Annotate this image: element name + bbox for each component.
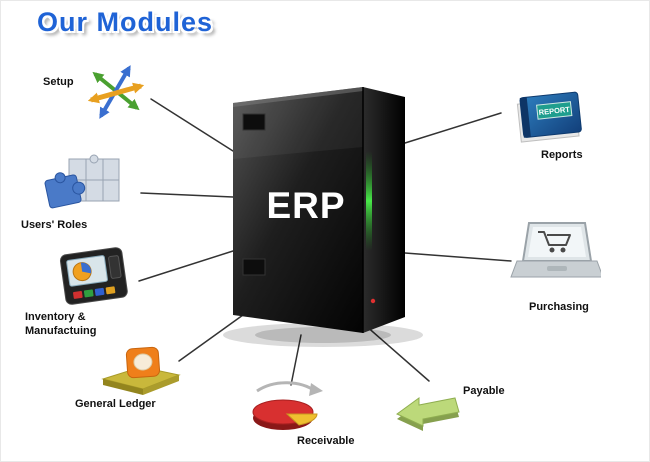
- green-status-glow: [366, 151, 372, 251]
- receivable-pie-icon: [252, 381, 323, 430]
- module-receivable: Receivable: [241, 375, 361, 453]
- reports-book-icon: REPORT: [516, 91, 582, 143]
- vent-top: [242, 113, 266, 131]
- line-to-receivable: [290, 334, 302, 386]
- connector-lines: [138, 98, 512, 386]
- module-reports: REPORT Reports: [497, 85, 613, 167]
- erp-server-graphic: [223, 87, 423, 347]
- module-setup: Setup: [39, 56, 171, 128]
- line-to-setup: [150, 98, 234, 152]
- module-purchasing: Purchasing: [499, 217, 619, 313]
- module-label: Users' Roles: [21, 219, 88, 231]
- puzzle-icon: [44, 154, 120, 209]
- module-label: General Ledger: [75, 398, 156, 410]
- line-to-general-ledger: [178, 314, 244, 362]
- module-label: Payable: [463, 385, 505, 397]
- payable-arrow-icon: [396, 397, 460, 431]
- inventory-device-icon: [59, 247, 128, 305]
- module-general-ledger: General Ledger: [69, 341, 199, 413]
- line-to-payable: [364, 324, 430, 382]
- erp-center-label: ERP: [266, 185, 346, 226]
- vent-bottom: [242, 258, 266, 276]
- setup-arrows-icon: [87, 65, 145, 119]
- line-to-purchasing: [404, 252, 512, 262]
- line-to-inventory: [138, 250, 234, 282]
- line-to-reports: [404, 112, 502, 144]
- module-label: Reports: [541, 149, 583, 161]
- report-cover-text: REPORT: [538, 105, 570, 117]
- module-users-roles: Users' Roles: [17, 153, 143, 237]
- purchasing-cart-icon: [510, 222, 601, 278]
- module-label: Receivable: [297, 435, 355, 447]
- module-label-line2: Manufactuing: [25, 325, 97, 337]
- red-led: [370, 298, 376, 304]
- page-title: Our Modules: [37, 7, 214, 37]
- general-ledger-icon: [101, 346, 181, 395]
- module-label: Setup: [43, 76, 74, 88]
- module-label-line1: Inventory &: [25, 311, 86, 323]
- module-payable: Payable: [389, 361, 509, 437]
- line-to-users-roles: [140, 192, 234, 198]
- module-inventory-manufacturing: Inventory & Manufactuing: [21, 247, 151, 343]
- module-label: Purchasing: [529, 301, 589, 313]
